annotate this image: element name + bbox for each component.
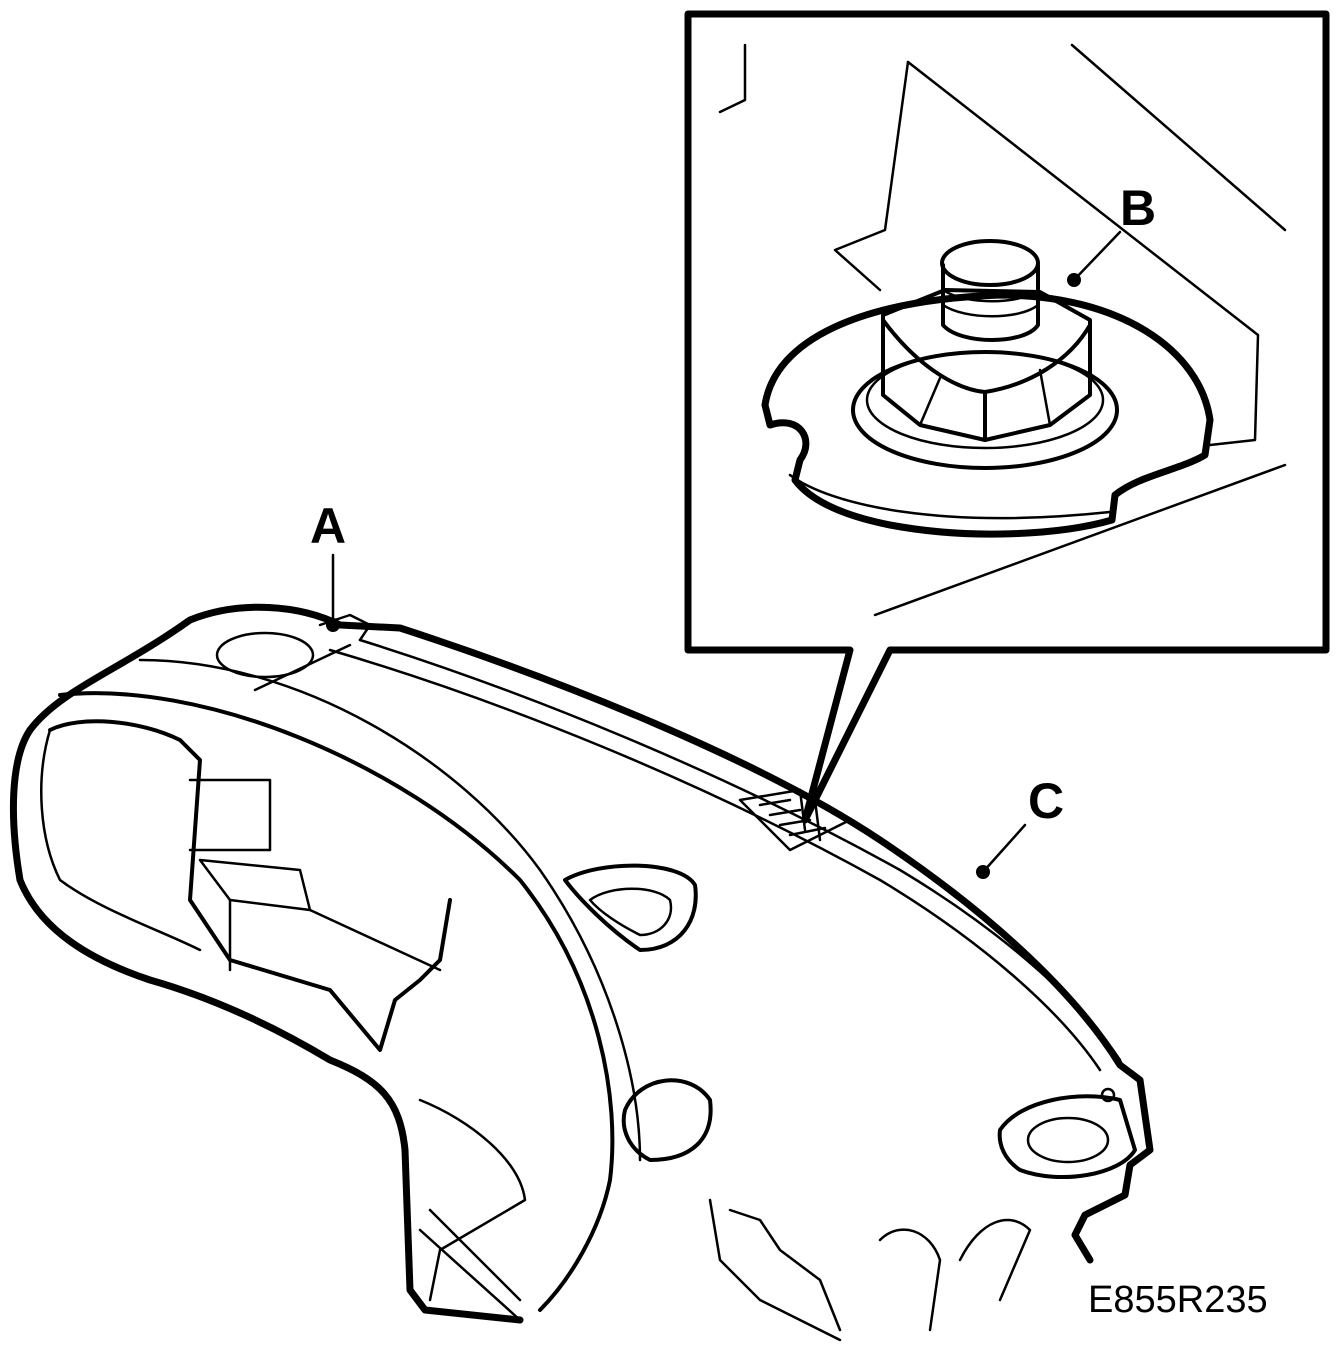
top-fastener-housing: [738, 788, 852, 852]
callout-c: C: [976, 773, 1064, 879]
right-bracket-rivet: [1100, 1087, 1116, 1103]
center-vent: [563, 863, 698, 952]
dashboard-rim: [58, 691, 615, 1312]
callout-b-dot: [1067, 273, 1081, 287]
lower-structure-1: [708, 1198, 842, 1342]
callout-a: A: [310, 498, 346, 632]
knee-area: [418, 1098, 527, 1302]
lower-structure-3: [878, 1228, 942, 1332]
top-surface-line-1: [328, 648, 1102, 1072]
inset-bg-line-4: [1070, 43, 1287, 232]
washer-plate: [761, 291, 1214, 538]
lower-structure-2: [728, 1208, 842, 1332]
threaded-stud: [940, 239, 1040, 342]
left-mount-hole: [215, 631, 315, 679]
knee-area-inner: [418, 1208, 522, 1322]
callout-b: B: [1067, 180, 1156, 287]
washer-plate-edge: [788, 473, 1112, 520]
inset-bg-line-3: [906, 60, 1260, 447]
callout-c-leader: [981, 823, 1027, 874]
top-surface-line-2: [358, 638, 1122, 1062]
callout-a-dot: [326, 618, 340, 632]
left-vent-pocket: [48, 719, 452, 1052]
pocket-detail-3: [228, 898, 442, 972]
lower-center-opening: [621, 1078, 713, 1162]
lower-structure-4: [958, 1218, 1032, 1302]
left-pocket-inner-wall: [40, 728, 202, 952]
nut-seat-inner: [865, 350, 1105, 450]
callout-c-dot: [976, 865, 990, 879]
callout-c-label: C: [1028, 773, 1064, 829]
pocket-detail-1: [188, 778, 272, 852]
hex-nut: [881, 288, 1092, 442]
pocket-detail-2: [198, 858, 312, 912]
callout-a-label: A: [310, 498, 346, 554]
inset-bg-line-2: [833, 60, 910, 292]
detail-inset: B: [684, 10, 1330, 824]
callout-b-leader: [1072, 230, 1122, 282]
right-mount-hole: [1026, 1116, 1110, 1164]
figure-code: E855R235: [1088, 1279, 1268, 1321]
center-vent-inner: [588, 887, 673, 937]
dashboard-rim-inner: [138, 658, 642, 1162]
callout-b-label: B: [1120, 180, 1156, 236]
dashboard-left-contour: [9, 726, 524, 1324]
right-bracket: [997, 1087, 1137, 1180]
inset-bg-line-5: [873, 463, 1287, 617]
dashboard-panel: [9, 603, 1154, 1342]
inset-bg-line-1: [718, 43, 747, 114]
inset-frame: [684, 10, 1330, 824]
